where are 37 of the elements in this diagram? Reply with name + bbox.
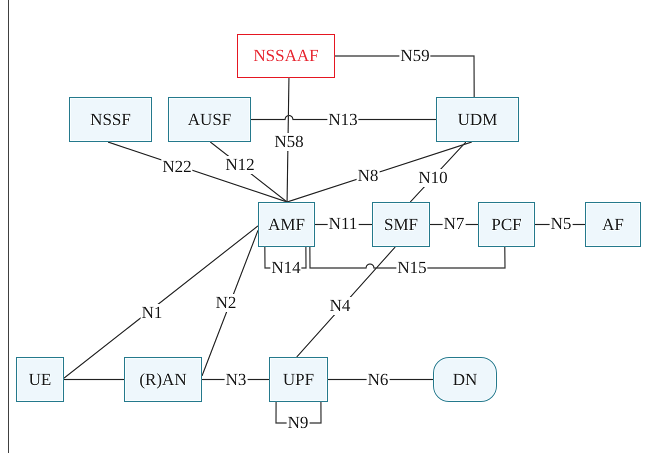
node-label: (R)AN xyxy=(139,370,187,390)
network-function-box xyxy=(258,202,315,247)
network-function-box xyxy=(168,97,251,142)
node-label: AMF xyxy=(268,214,305,234)
edge-label: N12 xyxy=(224,156,256,174)
node-label: AUSF xyxy=(188,110,232,130)
node-label: NSSAAF xyxy=(253,46,319,66)
network-function-box xyxy=(237,34,335,78)
network-function-box xyxy=(16,357,64,402)
edge-label: N10 xyxy=(417,169,449,187)
connector-line xyxy=(328,378,433,380)
connector-line xyxy=(286,141,472,203)
node-label: SMF xyxy=(384,214,418,234)
connector-line xyxy=(430,224,478,226)
network-function-box xyxy=(69,97,152,142)
node-label: DN xyxy=(452,370,478,390)
connector-line xyxy=(201,230,259,376)
network-function-box xyxy=(585,202,641,247)
edge-label: N1 xyxy=(140,304,164,322)
edge-label: N2 xyxy=(214,294,238,312)
edge-label: N4 xyxy=(328,297,352,315)
network-function-box xyxy=(372,202,430,247)
network-function-box xyxy=(269,357,328,402)
network-function-box xyxy=(478,202,535,247)
network-function-box xyxy=(433,357,497,402)
node-label: UDM xyxy=(458,110,498,130)
node-label: UPF xyxy=(282,370,314,390)
network-function-box xyxy=(124,357,202,402)
node-label: PCF xyxy=(491,214,522,234)
node-label: UE xyxy=(28,370,52,390)
connector-line xyxy=(64,225,258,379)
network-function-box xyxy=(436,97,519,142)
connector-line xyxy=(64,378,124,380)
node-label: NSSF xyxy=(90,110,131,130)
edge-label: N58 xyxy=(273,133,305,151)
connector-line xyxy=(296,246,396,358)
node-label: AF xyxy=(602,214,624,234)
